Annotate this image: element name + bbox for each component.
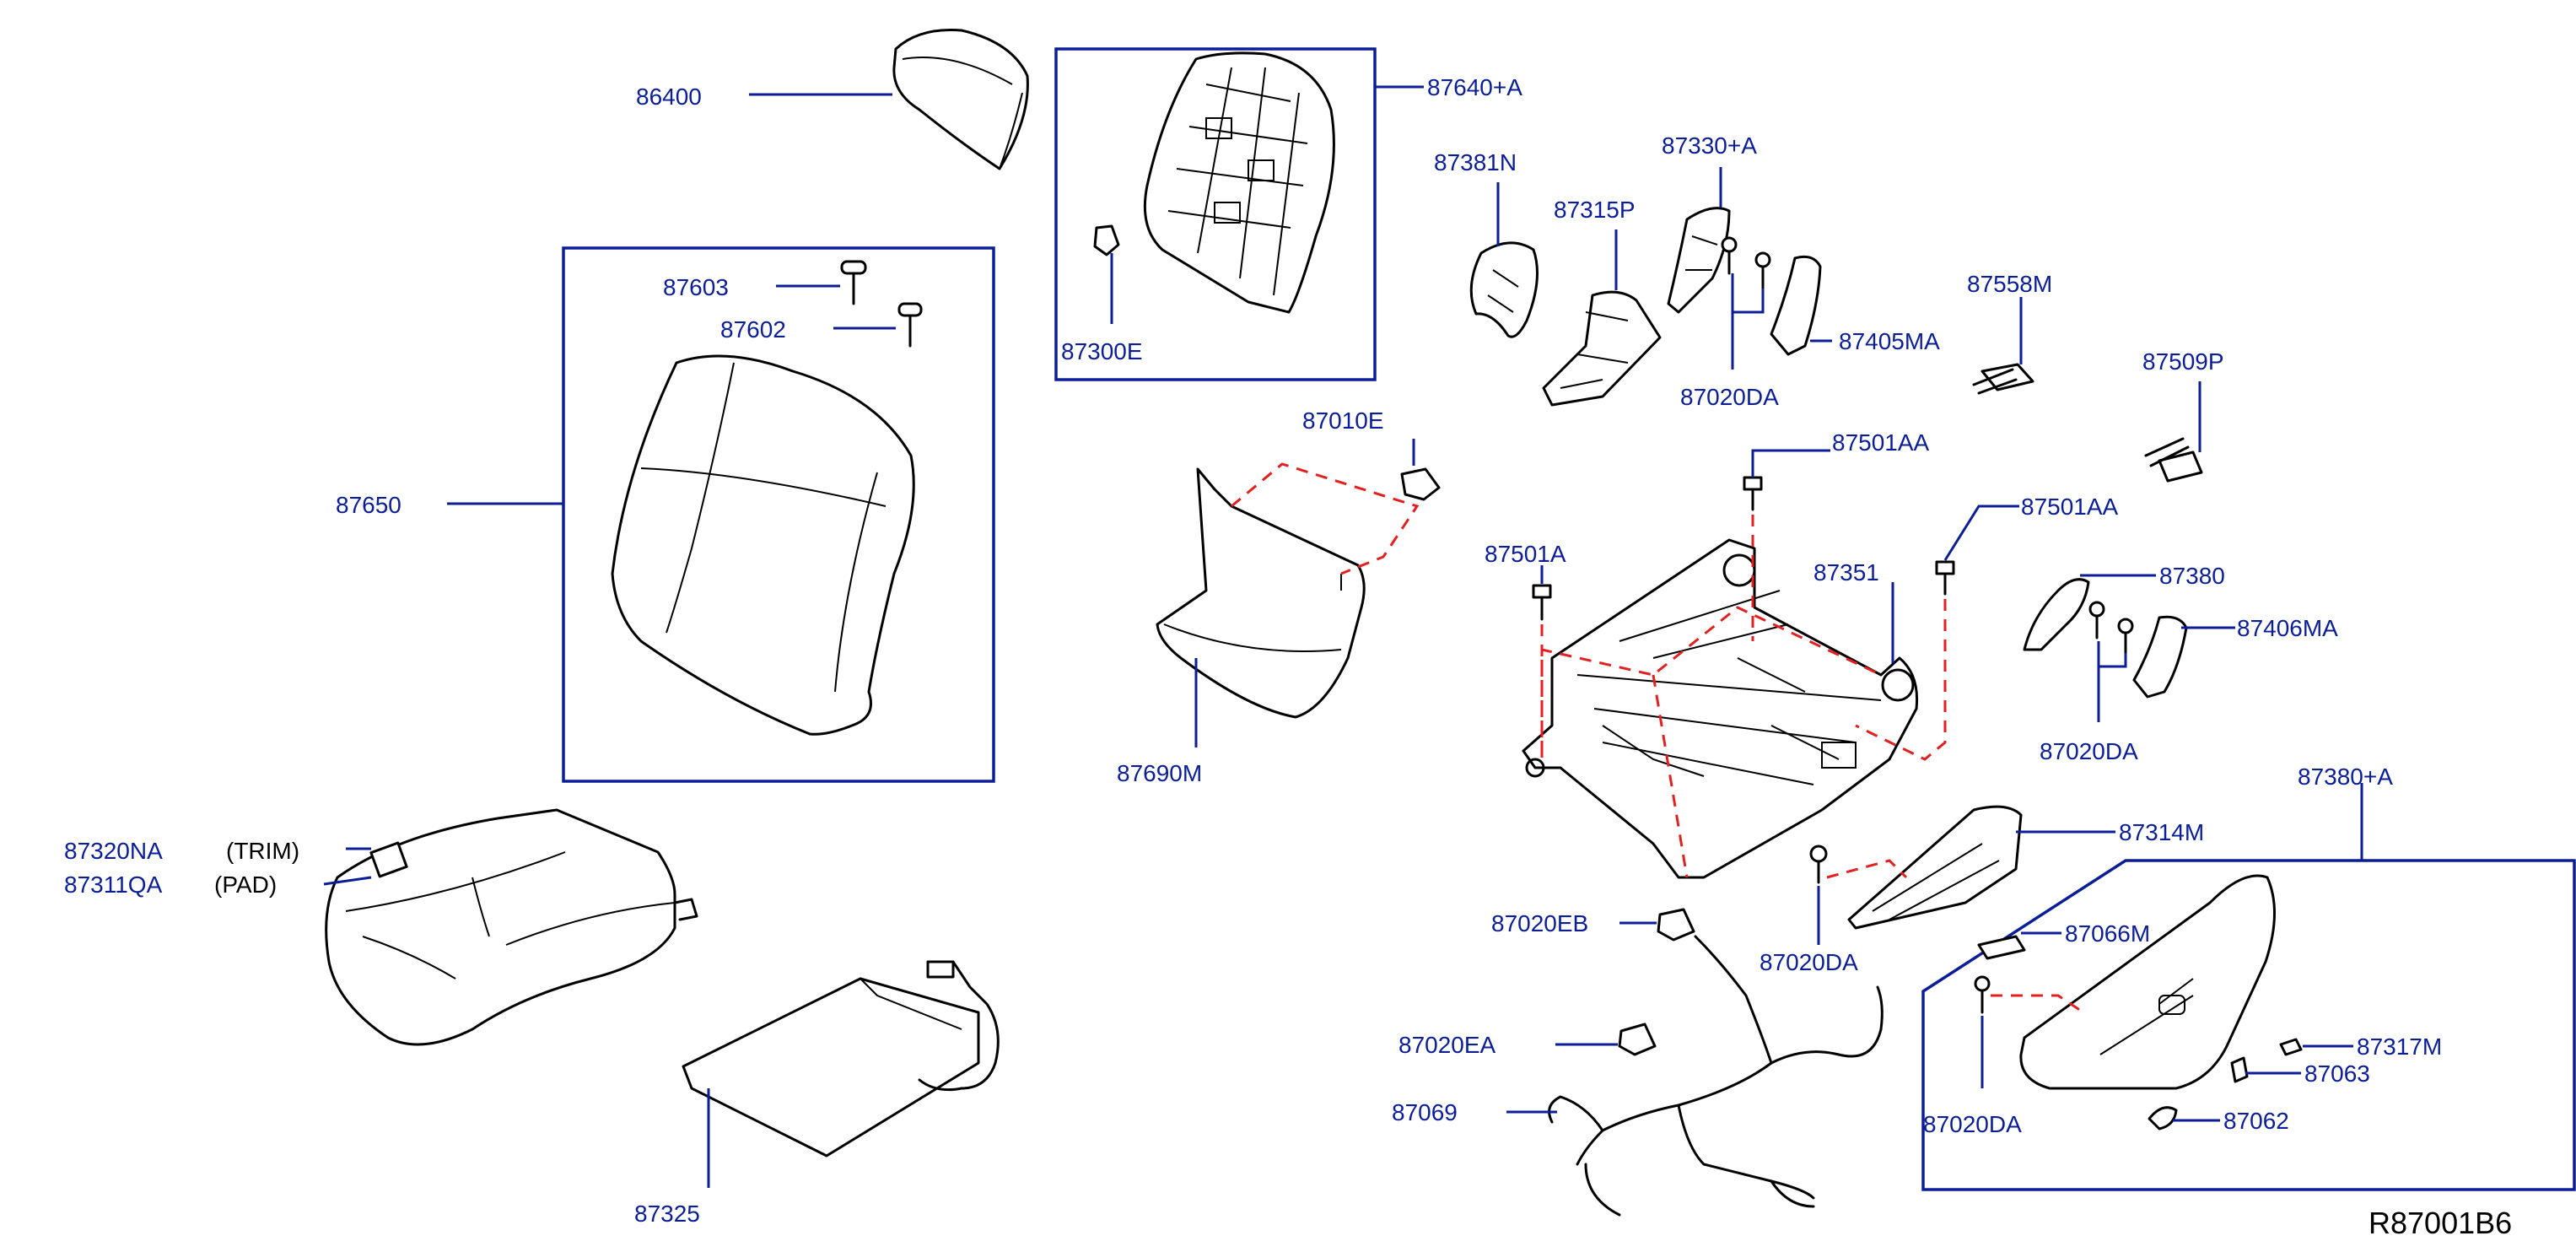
label-87351: 87351 — [1813, 559, 1879, 586]
connector-87020eb — [1657, 908, 1695, 942]
switch-87066m — [1977, 935, 2026, 960]
label-87069: 87069 — [1392, 1099, 1458, 1125]
label-87020da-1: 87020DA — [1680, 384, 1779, 410]
side-cover-87380a — [2019, 874, 2277, 1090]
hinge-cover-87381n — [1469, 241, 1539, 338]
label-87320na: 87320NA — [64, 838, 163, 864]
label-87501aa-1: 87501AA — [1832, 429, 1930, 456]
dashed-link-87010e — [1231, 462, 1420, 575]
seatback-trim-group-box — [562, 246, 995, 783]
knob-87063 — [2230, 1056, 2249, 1083]
bolt-87501a — [1532, 584, 1552, 621]
label-87406ma: 87406MA — [2237, 615, 2338, 641]
knob-87317m — [2279, 1038, 2303, 1056]
label-87330-a: 87330+A — [1662, 132, 1757, 159]
knob-87062 — [2148, 1106, 2178, 1131]
label-87063: 87063 — [2304, 1060, 2370, 1087]
bracket-87315p — [1542, 290, 1662, 407]
side-cover-group-box — [1921, 859, 2576, 1191]
seatback-trim-part — [611, 354, 915, 736]
label-87020da-2: 87020DA — [2040, 738, 2138, 764]
label-87311qa: 87311QA — [64, 872, 163, 898]
seatback-frame-part — [1093, 51, 1335, 314]
seat-cushion-trim — [325, 808, 698, 1046]
label-87314m: 87314M — [2119, 819, 2204, 845]
label-87020eb: 87020EB — [1491, 910, 1588, 936]
back-panel-87690m — [1156, 467, 1366, 719]
label-87380-a: 87380+A — [2298, 764, 2393, 790]
label-87650: 87650 — [336, 492, 401, 518]
screw-87020da-lower — [1809, 845, 1828, 884]
headrest-part — [892, 29, 1029, 170]
screw-87020da-box — [1974, 975, 1991, 1014]
bolt-87501aa-right — [1935, 560, 1955, 596]
pin-87602 — [897, 302, 923, 348]
screw-pair-87020da-top — [1721, 236, 1771, 290]
reference-code: R87001B6 — [2369, 1206, 2512, 1240]
label-87640-a: 87640+A — [1427, 74, 1522, 100]
label-87602: 87602 — [720, 316, 786, 343]
label-87315p: 87315P — [1554, 197, 1636, 223]
dashed-link-87501a — [1540, 606, 1882, 878]
side-trim-87314m — [1847, 805, 2023, 930]
dashed-link-87501aa-right — [1855, 599, 1947, 761]
label-87558m: 87558M — [1967, 271, 2052, 297]
cover-87405ma — [1770, 255, 1822, 356]
dashed-link-87314m — [1826, 859, 1908, 879]
dashed-link-87380a — [1991, 994, 2084, 1014]
recliner-cover-87330a — [1667, 207, 1731, 314]
label-87010e: 87010E — [1302, 407, 1384, 434]
label-87380: 87380 — [2159, 563, 2225, 589]
pin-87603 — [840, 260, 867, 305]
label-87020da-4: 87020DA — [1923, 1111, 2022, 1137]
label-87325: 87325 — [634, 1201, 700, 1227]
screw-pair-87020da-mid — [2088, 601, 2134, 655]
label-87020ea: 87020EA — [1398, 1032, 1496, 1058]
tag-square — [369, 841, 408, 878]
label-87690m: 87690M — [1117, 760, 1202, 786]
label-87501a: 87501A — [1485, 541, 1566, 567]
cover-87406ma — [2132, 615, 2188, 699]
label-87062: 87062 — [2223, 1108, 2289, 1134]
note-trim: (TRIM) — [226, 838, 299, 864]
clip-87558m — [1972, 363, 2034, 395]
wire-harness-87069 — [1548, 935, 1883, 1217]
note-pad: (PAD) — [214, 872, 277, 898]
label-86400: 86400 — [636, 84, 702, 110]
label-87066m: 87066M — [2065, 920, 2150, 947]
headrest-back-group-box — [1054, 47, 1377, 381]
clip-87010e — [1400, 467, 1441, 501]
label-87381n: 87381N — [1434, 149, 1517, 175]
clip-87509p — [2144, 437, 2203, 483]
label-87300e: 87300E — [1061, 338, 1143, 364]
label-87603: 87603 — [663, 274, 729, 300]
bolt-87501aa-top — [1743, 476, 1763, 511]
cover-87380 — [2023, 578, 2090, 651]
label-87405ma: 87405MA — [1839, 328, 1940, 354]
seat-pan-87325 — [682, 960, 1000, 1158]
label-87317m: 87317M — [2357, 1033, 2442, 1060]
connector-87020ea — [1618, 1023, 1657, 1056]
label-87501aa-2: 87501AA — [2021, 494, 2119, 520]
label-87509p: 87509P — [2142, 348, 2224, 375]
seat-frame-87351 — [1522, 538, 1919, 879]
label-87020da-3: 87020DA — [1760, 949, 1858, 975]
